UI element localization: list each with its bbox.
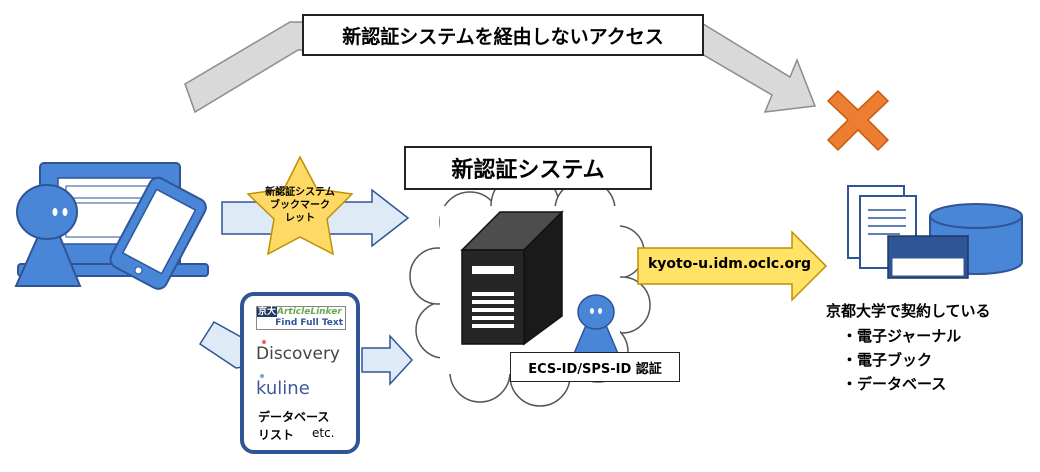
star-icon [246,155,354,256]
bookmarklet-label: 新認証システム ブックマーク レット [250,186,350,225]
discovery-logo: Discovery [256,344,340,364]
articlelinker-logo: 京大ArticleLinker Find Full Text [256,306,346,330]
auth-label: ECS-ID/SPS-ID 認証 [510,352,680,382]
bookmarklet-line-2: ブックマーク [270,200,330,211]
etc-label: etc. [312,426,335,440]
bookmarklet-line-3: レット [285,213,315,224]
cross-icon [826,89,890,152]
resources-heading: 京都大学で契約している [826,302,991,320]
tools-box [240,292,360,454]
auth-user-icon [571,294,621,357]
articlelinker-name: ArticleLinker [277,307,342,317]
user-device-icon [14,162,209,290]
database-list-line-1: データベース [258,410,330,424]
resource-item-ejournal: ・電子ジャーナル [842,327,962,345]
new-auth-system-label: 新認証システム [404,146,652,190]
resource-item-ebook: ・電子ブック [842,351,933,369]
bookmarklet-line-1: 新認証システム [265,187,335,198]
discovery-dots-icon [262,340,266,344]
book-icon [887,235,969,279]
tools-arrow [361,334,414,386]
server-icon [460,210,564,346]
articlelinker-sub: Find Full Text [275,318,343,328]
resource-item-database: ・データベース [842,375,947,393]
database-list-line-2: リスト [258,428,295,442]
bypass-access-label: 新認証システムを経由しないアクセス [302,14,704,56]
domain-label: kyoto-u.idm.oclc.org [648,256,812,272]
kuline-logo: kuline [256,378,310,399]
articlelinker-prefix: 京大 [257,307,278,317]
kuline-dots-icon [260,374,264,378]
proxy-arrow [637,230,828,302]
